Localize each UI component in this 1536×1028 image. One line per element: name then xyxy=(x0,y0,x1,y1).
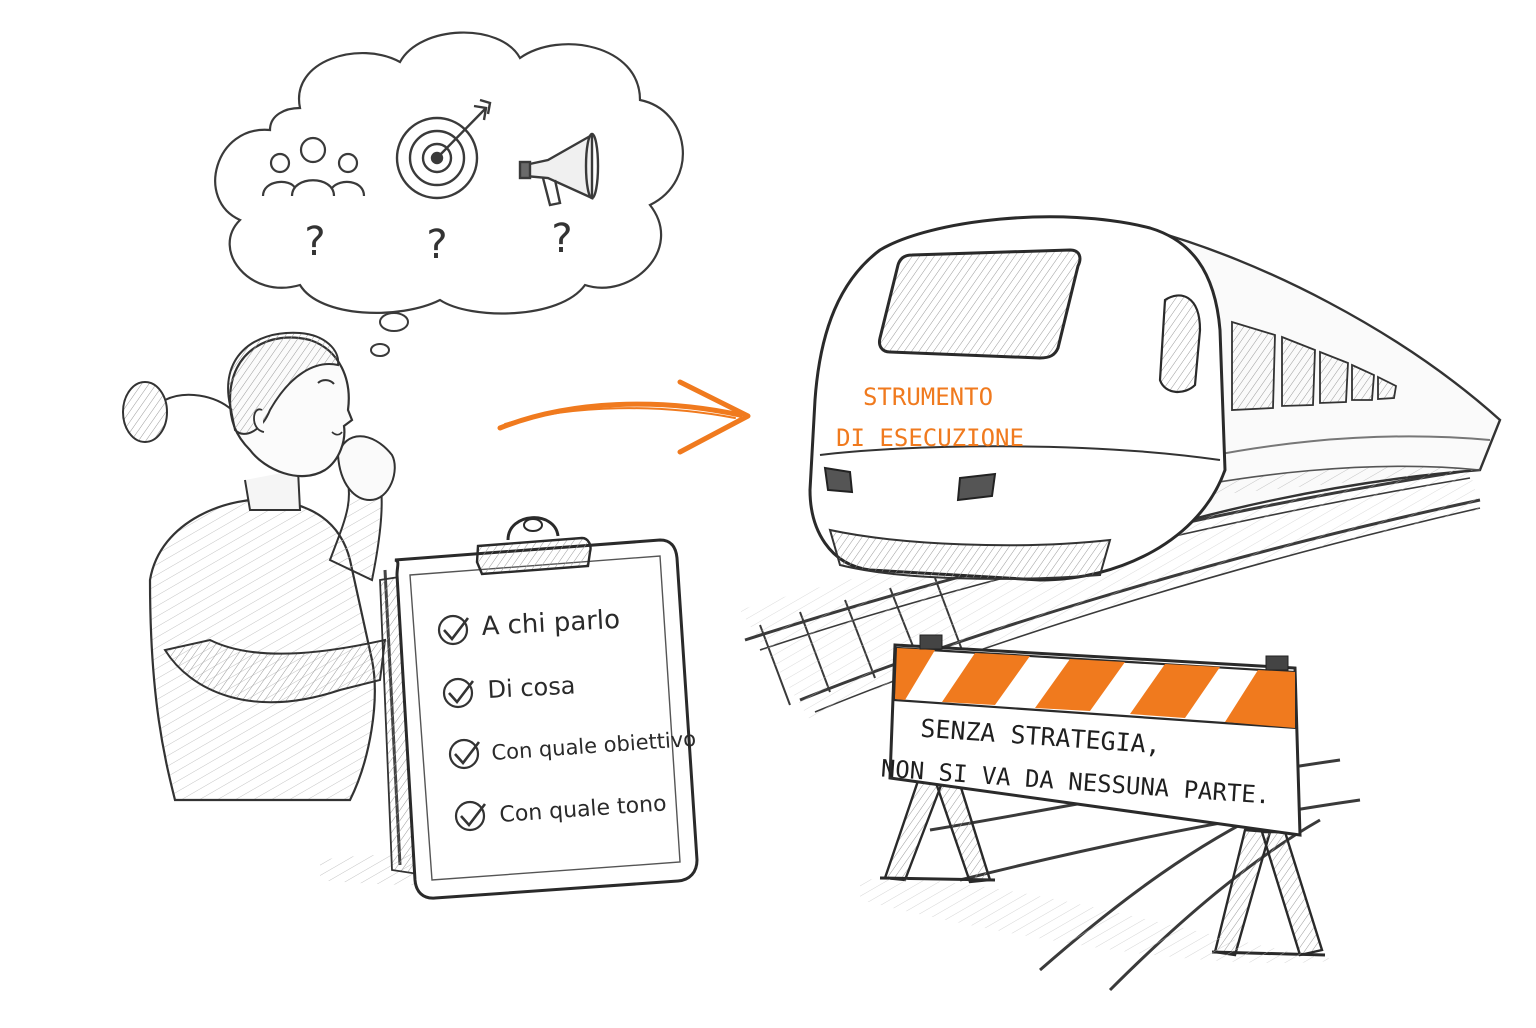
road-barrier: SENZA STRATEGIA, NON SI VA DA NESSUNA PA… xyxy=(879,634,1326,957)
target-icon xyxy=(395,98,492,200)
check-icon xyxy=(437,614,469,646)
thought-dot-large xyxy=(379,312,409,332)
bolt xyxy=(919,634,943,650)
thought-dot-small xyxy=(370,343,390,357)
train-windows xyxy=(1231,320,1397,411)
arrow-icon xyxy=(497,379,751,455)
question-mark-goal: ? xyxy=(426,222,447,268)
check-icon xyxy=(442,677,474,709)
hazard-stripes xyxy=(895,648,1295,728)
checklist-item: Di cosa xyxy=(442,671,576,709)
checklist-label: A chi parlo xyxy=(481,605,621,642)
checklist-label: Di cosa xyxy=(487,671,576,704)
thought-bubble: ? ? ? xyxy=(214,31,684,357)
people-icon xyxy=(261,136,366,197)
high-speed-train: STRUMENTO DI ESECUZIONE xyxy=(808,215,1502,582)
bolt xyxy=(1265,655,1289,671)
clipboard: A chi parlo Di cosa Con quale obiettivo … xyxy=(379,516,699,900)
train-label-line2: DI ESECUZIONE xyxy=(836,424,1024,452)
megaphone-icon xyxy=(518,132,600,207)
checklist-item: A chi parlo xyxy=(437,605,621,646)
check-icon xyxy=(448,738,480,770)
question-mark-tone: ? xyxy=(551,216,572,262)
thinking-woman xyxy=(122,331,396,802)
question-mark-audience: ? xyxy=(304,219,325,265)
check-icon xyxy=(454,800,486,832)
headlight-right xyxy=(956,472,997,502)
train-label-line1: STRUMENTO xyxy=(863,383,993,411)
ground-shadow-right xyxy=(860,879,1340,963)
headlight-left xyxy=(823,466,854,494)
